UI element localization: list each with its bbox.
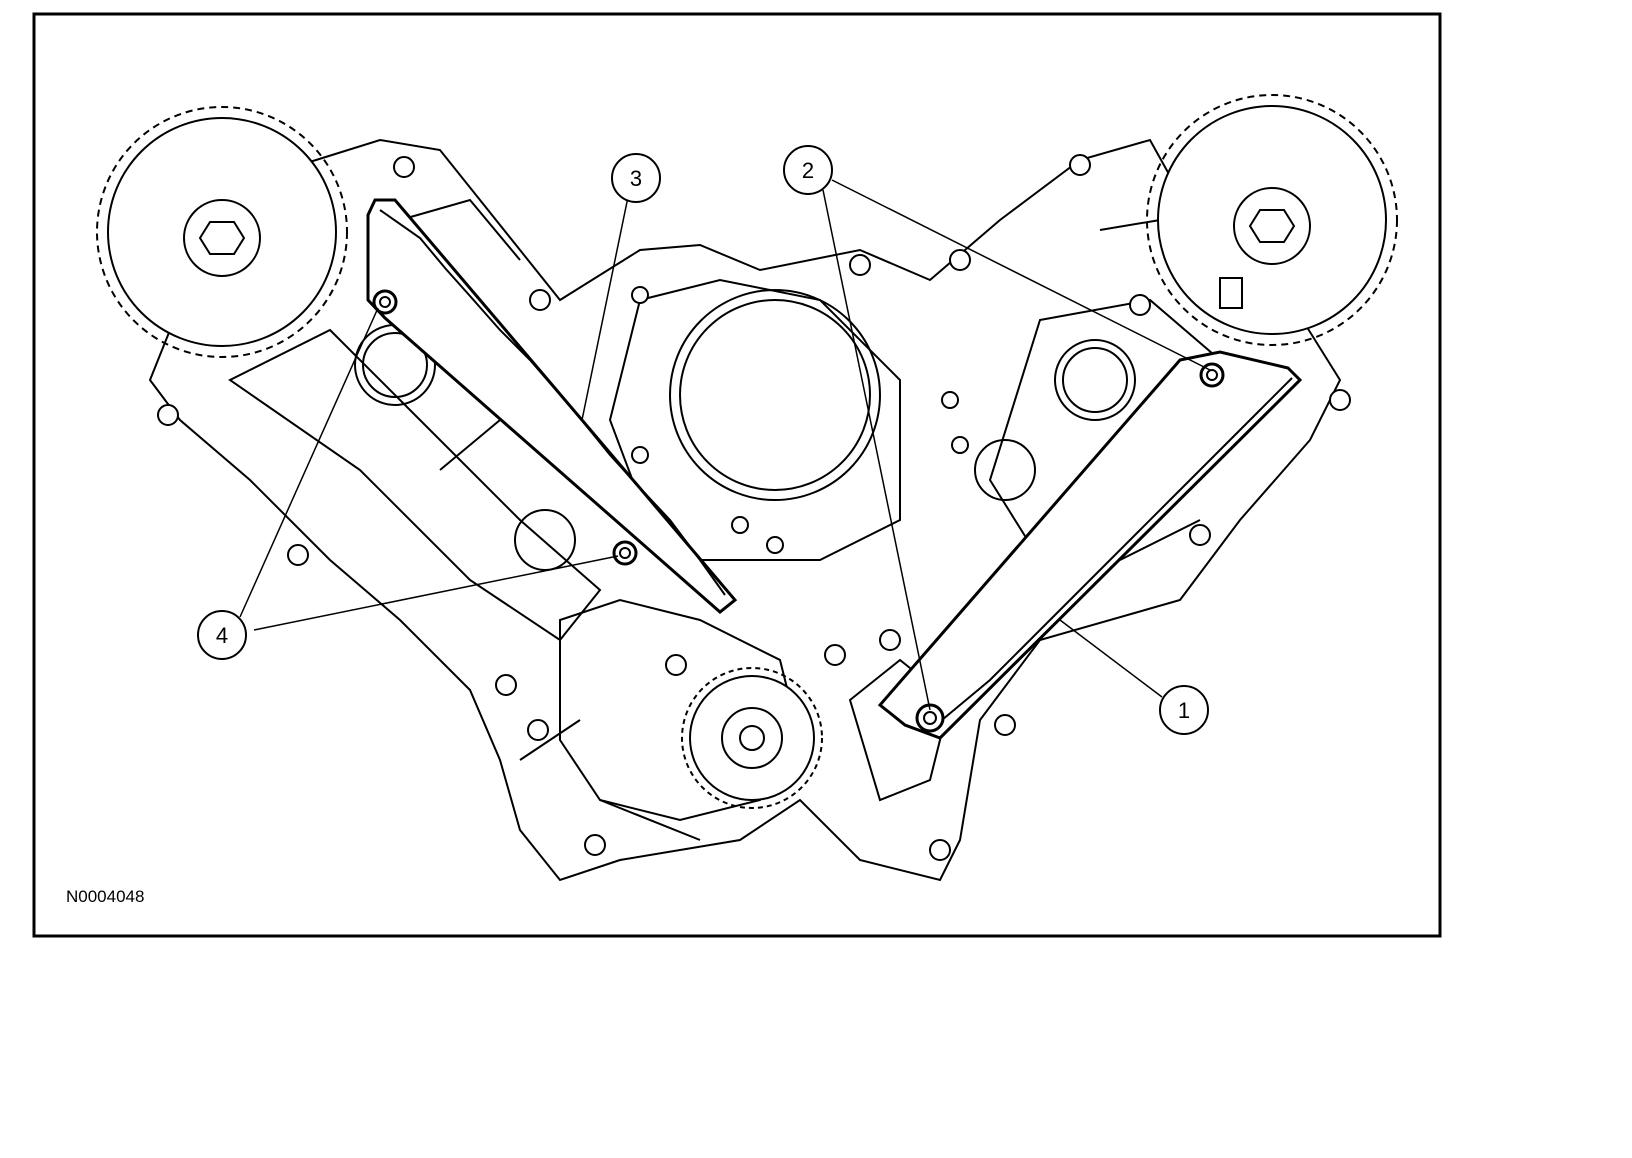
callout-2: 2	[783, 145, 833, 195]
svg-text:4: 4	[216, 623, 228, 648]
callout-1: 1	[1159, 685, 1209, 735]
callout-3: 3	[611, 153, 661, 203]
bolt-left-lower	[612, 540, 638, 566]
left-tensioner-arm	[366, 198, 738, 614]
crank-sprocket	[681, 667, 823, 809]
arm-bolts	[372, 289, 1225, 733]
bolt-right-lower	[915, 703, 945, 733]
figure-id: N0004048	[66, 887, 144, 906]
bolt-holes	[157, 154, 1351, 861]
bores	[354, 289, 1136, 571]
svg-text:3: 3	[630, 166, 642, 191]
svg-text:1: 1	[1178, 698, 1190, 723]
leader-lines	[239, 179, 1211, 711]
callout-4: 4	[197, 610, 247, 660]
right-cam-sprocket	[1146, 94, 1398, 346]
bolt-left-upper	[372, 289, 398, 315]
right-tensioner-arm	[877, 350, 1303, 740]
bolt-right-upper	[1199, 362, 1225, 388]
left-cam-sprocket	[96, 106, 348, 358]
svg-text:2: 2	[802, 158, 814, 183]
